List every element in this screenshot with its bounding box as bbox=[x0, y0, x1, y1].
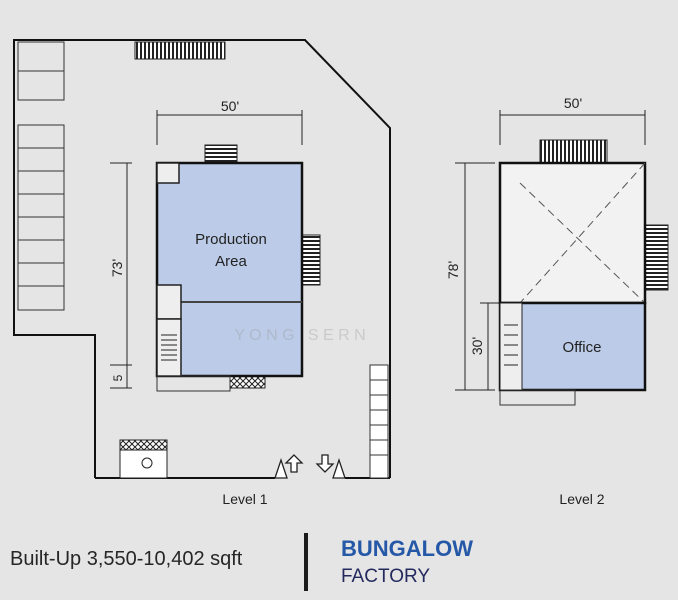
floor-plan-diagram: 50' 73' 5 Production Area Level 1 bbox=[13, 39, 669, 507]
title-bungalow: BUNGALOW bbox=[341, 536, 473, 561]
bottom-hatch bbox=[229, 375, 266, 389]
production-area-label-line1: Production bbox=[195, 231, 267, 248]
production-area-room bbox=[155, 161, 304, 378]
toilet-stair-block bbox=[156, 162, 182, 377]
level1-width-dimension: 50' bbox=[221, 98, 239, 114]
parking-stalls bbox=[17, 41, 65, 311]
right-hatch bbox=[301, 234, 321, 286]
level2-width-dimension: 50' bbox=[564, 95, 582, 111]
side-stairs bbox=[369, 364, 389, 479]
dimension-lines bbox=[110, 110, 303, 389]
top-parking-stripes bbox=[134, 41, 226, 60]
office-label: Office bbox=[563, 339, 602, 356]
level1-depth-dimension: 73' bbox=[109, 259, 125, 277]
built-up-area: Built-Up 3,550-10,402 sqft bbox=[10, 548, 243, 570]
office-room bbox=[498, 301, 647, 392]
level-2-label: Level 2 bbox=[559, 491, 604, 507]
footer-divider bbox=[304, 533, 308, 591]
exit-arrow-icon bbox=[315, 454, 335, 473]
guardhouse bbox=[119, 439, 168, 479]
site-boundary bbox=[13, 39, 391, 478]
front-porch bbox=[156, 375, 231, 392]
entry-arrow-icon bbox=[284, 454, 304, 473]
top-hatch bbox=[204, 144, 238, 164]
footer: Built-Up 3,550-10,402 sqft BUNGALOW FACT… bbox=[0, 520, 678, 600]
level2-office-dimension: 30' bbox=[469, 337, 485, 355]
level1-setback-dimension: 5 bbox=[111, 374, 125, 381]
entry-exit-arrows bbox=[274, 454, 346, 479]
title-factory: FACTORY bbox=[341, 566, 431, 587]
production-area-label-line2: Area bbox=[215, 253, 247, 270]
watermark: Y O N G S E R N bbox=[234, 327, 365, 344]
level2-depth-dimension: 78' bbox=[445, 261, 461, 279]
level-1-label: Level 1 bbox=[222, 491, 267, 507]
level-2-plan: 50' 78' 30' Office Level 2 bbox=[445, 95, 669, 507]
level-1-plan: 50' 73' 5 Production Area Level 1 bbox=[13, 39, 391, 507]
